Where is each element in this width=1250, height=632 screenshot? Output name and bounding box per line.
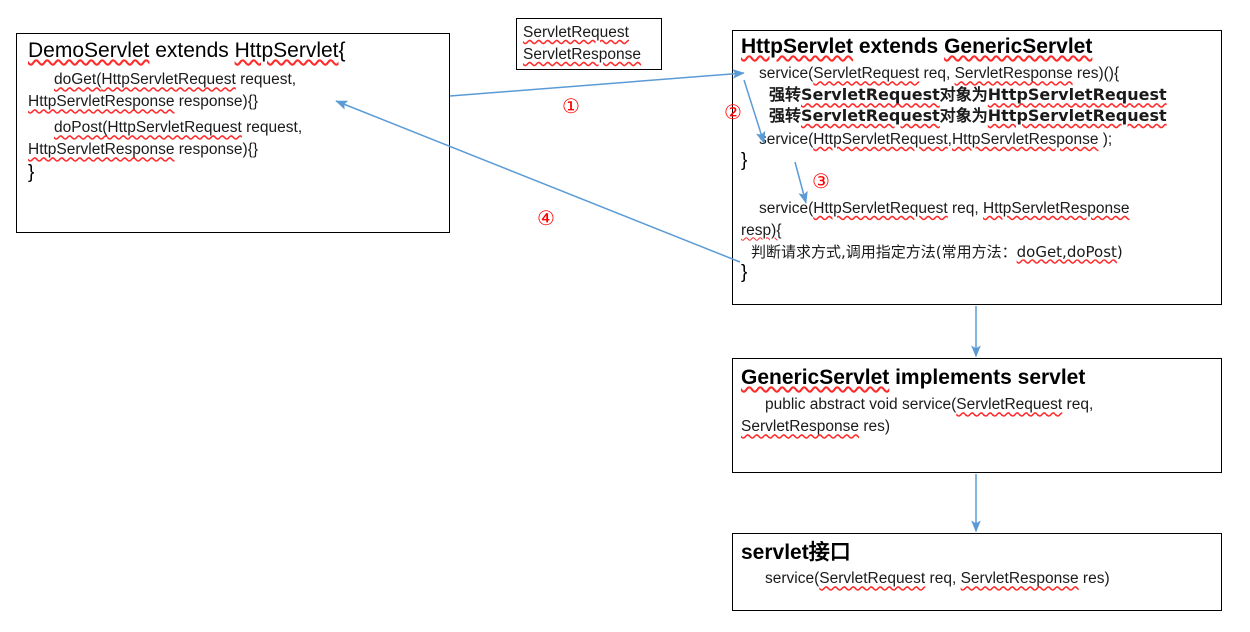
http-servlet-class-name: HttpServlet (741, 35, 854, 58)
generic-servlet-implements-kw: implements servlet (889, 366, 1086, 389)
iface-param-res-type: ServletResponse (960, 570, 1079, 588)
servlet-response-label: ServletResponse (523, 46, 642, 63)
demo-servlet-doget-line1: doGet(HttpServletRequest request, (28, 69, 442, 91)
servlet-request-label: ServletRequest (523, 24, 629, 41)
overload-param-req-name: req, (947, 199, 983, 217)
step-marker-4: ④ (537, 206, 555, 230)
demo-servlet-superclass: HttpServlet (234, 39, 339, 62)
inner-call-arg-request: HttpServletRequest (813, 130, 948, 148)
iface-param-req-type: ServletRequest (819, 570, 926, 588)
service-param-req-name: req, (919, 65, 955, 83)
demo-servlet-close-brace: } (28, 162, 35, 184)
inner-call-tail: ); (1098, 130, 1113, 148)
overload-name: service( (759, 199, 814, 217)
http-servlet-cast-line-1: 强转ServletRequest对象为HttpServletRequest (741, 85, 1217, 106)
http-servlet-service-signature: service(ServletRequest req, ServletRespo… (741, 63, 1217, 85)
step-marker-3: ③ (812, 169, 830, 193)
overload-param-resp-type: HttpServletResponse (983, 199, 1130, 217)
servlet-interface-suffix: 接口 (808, 540, 851, 564)
dispatch-desc-methods: doGet,doPost (1016, 242, 1117, 261)
dopost-param-response-name: response){} (174, 141, 259, 159)
http-servlet-cast-line-2: 强转ServletRequest对象为HttpServletRequest (741, 106, 1217, 127)
box-demo-servlet: DemoServlet extends HttpServlet{ doGet(H… (16, 33, 450, 233)
cast2-verb: 强转 (769, 106, 802, 126)
abstract-param-req-type: ServletRequest (956, 396, 1063, 414)
generic-servlet-service-signature: public abstract void service(ServletRequ… (741, 394, 1217, 416)
box-generic-servlet: GenericServlet implements servlet public… (732, 358, 1222, 473)
cast1-source-type: ServletRequest (801, 85, 940, 105)
servlet-interface-service-signature: service(ServletRequest req, ServletRespo… (741, 568, 1217, 590)
inner-call-name: service( (759, 130, 814, 148)
demo-servlet-open-brace: { (338, 39, 346, 62)
demo-servlet-doget-line2: HttpServletResponse response){} (28, 91, 442, 113)
http-servlet-inner-service-call: service(HttpServletRequest,HttpServletRe… (741, 129, 1217, 151)
demo-servlet-class-name: DemoServlet (28, 39, 150, 62)
http-servlet-extends-kw: extends (853, 35, 945, 58)
dopost-param-request-name: request, (241, 119, 303, 137)
http-servlet-close-brace-1: } (741, 149, 748, 171)
inner-call-comma: , (947, 130, 952, 148)
cast1-middle: 对象为 (939, 85, 988, 105)
generic-servlet-class-name: GenericServlet (741, 366, 890, 389)
doget-param-request-name: request, (235, 71, 297, 89)
servlet-interface-name: servlet (741, 541, 809, 564)
dopost-param-response-type: HttpServletResponse (28, 141, 175, 159)
doget-method-name: doGet( (54, 71, 102, 89)
service-signature-tail: res)(){ (1072, 65, 1120, 83)
http-servlet-close-brace-2: } (741, 262, 748, 284)
cast1-target-type: HttpServletRequest (987, 85, 1167, 105)
iface-param-res-name: res) (1078, 570, 1110, 588)
arrow-flow-1 (449, 69, 745, 97)
dispatch-desc-text: 判断请求方式,调用指定方法(常用方法： (751, 242, 1017, 261)
http-servlet-overload-signature: service(HttpServletRequest req, HttpServ… (741, 198, 1217, 220)
service-param-req-type: ServletRequest (813, 65, 920, 83)
cast2-middle: 对象为 (939, 106, 988, 126)
http-servlet-superclass: GenericServlet (944, 35, 1093, 58)
abstract-param-res-type: ServletResponse (741, 418, 860, 436)
cast2-target-type: HttpServletRequest (987, 106, 1167, 126)
demo-servlet-dopost-line1: doPost(HttpServletRequest request, (28, 117, 442, 139)
http-servlet-dispatch-description: 判断请求方式,调用指定方法(常用方法：doGet,doPost) (741, 242, 1217, 263)
cast1-verb: 强转 (769, 85, 802, 105)
doget-param-response-type: HttpServletResponse (28, 93, 175, 111)
box-servlet-request-response: ServletRequest ServletResponse (516, 18, 662, 70)
step-marker-2: ② (724, 100, 742, 124)
overload-param-req-type: HttpServletRequest (813, 199, 948, 217)
http-servlet-overload-signature-cont: resp){ (741, 220, 1217, 242)
dopost-method-name: doPost( (54, 119, 108, 137)
abstract-service-prefix: public abstract void service( (765, 396, 957, 414)
box-servlet-interface: servlet接口 service(ServletRequest req, Se… (732, 533, 1222, 611)
service-param-res-type: ServletResponse (954, 65, 1073, 83)
inner-call-arg-response: HttpServletResponse (951, 130, 1099, 148)
abstract-param-req-name: req, (1062, 396, 1094, 414)
box-http-servlet: HttpServlet extends GenericServlet servi… (732, 30, 1222, 305)
iface-service-name: service( (765, 570, 820, 588)
demo-servlet-extends-kw: extends (149, 39, 235, 62)
step-marker-1: ① (562, 94, 580, 118)
generic-servlet-service-signature-cont: ServletResponse res) (741, 416, 1217, 438)
dispatch-desc-close: ) (1116, 242, 1123, 261)
iface-param-req-name: req, (925, 570, 961, 588)
service-name: service( (759, 65, 814, 83)
cast2-source-type: ServletRequest (801, 106, 940, 126)
demo-servlet-dopost-line2: HttpServletResponse response){} (28, 139, 442, 161)
dopost-param-request-type: HttpServletRequest (107, 119, 242, 137)
doget-param-response-name: response){} (174, 93, 259, 111)
overload-param-resp-name: resp){ (741, 221, 782, 239)
doget-param-request-type: HttpServletRequest (101, 71, 236, 89)
abstract-param-res-name: res) (859, 418, 891, 436)
